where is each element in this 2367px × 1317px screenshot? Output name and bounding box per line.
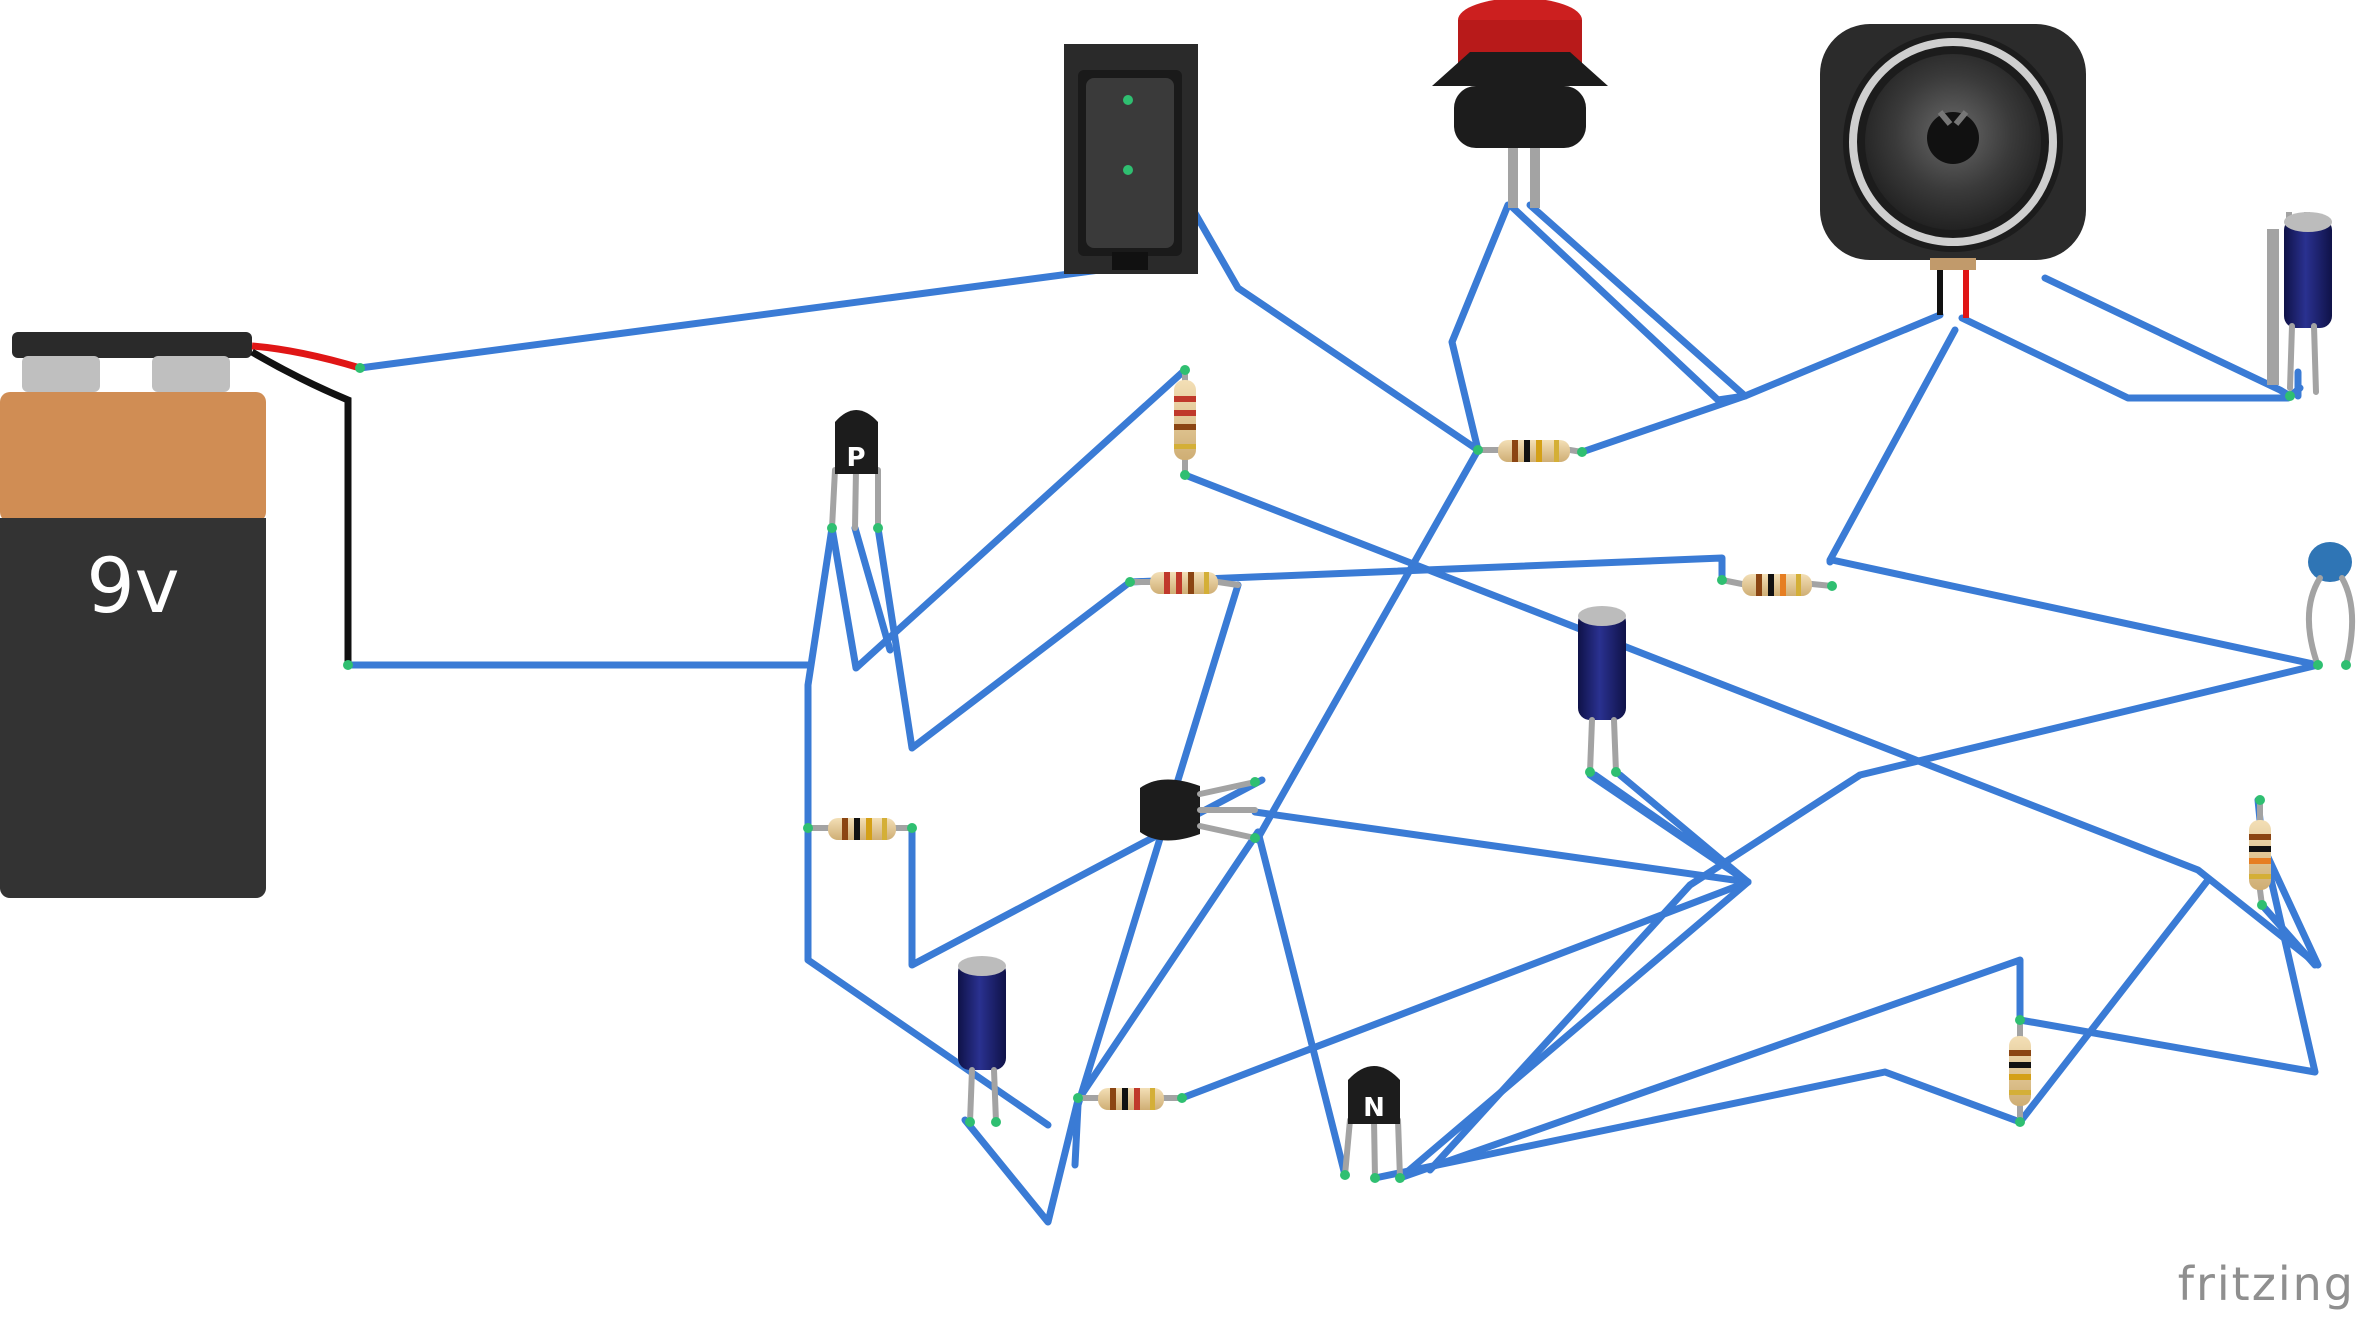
- wire-right-vertical-resistor[interactable]: [2258, 901, 2319, 969]
- capacitor-bottom-left[interactable]: [958, 956, 1006, 1125]
- wire-button-right[interactable]: [1506, 201, 1749, 404]
- wire-center-down[interactable]: [1071, 581, 1242, 1169]
- resistor-left[interactable]: [805, 818, 915, 840]
- wire-layer: [344, 96, 2322, 1226]
- resistor-right-vertical[interactable]: [2249, 797, 2271, 908]
- speaker[interactable]: [1820, 24, 2086, 318]
- resistor-mid-horizontal[interactable]: [1127, 572, 1241, 594]
- fritzing-logo: fritzing: [2178, 1257, 2355, 1311]
- wire-bottom-resistor[interactable]: [1178, 878, 1752, 1102]
- connection-nodes: [343, 95, 2351, 1183]
- pnp-label: P: [846, 443, 865, 473]
- capacitor-center[interactable]: [1578, 606, 1626, 775]
- wire-speaker-right[interactable]: [1958, 314, 2304, 402]
- wire-button-left[interactable]: [1448, 201, 1512, 454]
- resistor-mid-right[interactable]: [1719, 574, 1835, 596]
- wire-right-resistor-cap[interactable]: [1426, 556, 2322, 1174]
- npn-label: N: [1363, 1093, 1385, 1123]
- rocker-switch[interactable]: [1064, 44, 1198, 274]
- wire-pnp-left[interactable]: [804, 524, 1052, 1129]
- transistor-pnp[interactable]: P: [829, 410, 881, 531]
- wire-cap-center[interactable]: [1586, 771, 1752, 886]
- battery-label: 9v: [86, 541, 179, 630]
- resistor-bottom[interactable]: [1075, 1088, 1185, 1110]
- push-button[interactable]: [1432, 0, 1608, 208]
- wire-mid-horizontal[interactable]: [1126, 554, 1726, 586]
- wire-left-resistor[interactable]: [908, 776, 1266, 969]
- transistor-npn[interactable]: N: [1342, 1066, 1403, 1181]
- resistor-top-horizontal[interactable]: [1475, 440, 1585, 462]
- wire-center-npn[interactable]: [1254, 828, 1349, 1179]
- capacitor-top-right[interactable]: [2267, 212, 2332, 395]
- wire-resistor-center[interactable]: [1254, 446, 1482, 844]
- wire-npn-left[interactable]: [1396, 878, 1752, 1182]
- wire-resistor-top-left[interactable]: [828, 366, 1189, 672]
- transistor-center[interactable]: [1140, 779, 1258, 841]
- ceramic-capacitor[interactable]: [2305, 542, 2356, 668]
- wire-npn-right[interactable]: [1396, 796, 2319, 1182]
- wire-resistor-speaker[interactable]: [1578, 311, 1944, 456]
- battery-9v[interactable]: 9v: [0, 332, 362, 898]
- wire-pnp-mid[interactable]: [851, 524, 894, 654]
- wire-resistor-top-long[interactable]: [1181, 471, 2322, 969]
- wire-battery-switch[interactable]: [356, 166, 1164, 372]
- wire-npn-mid[interactable]: [1371, 876, 2212, 1182]
- wire-speaker-down[interactable]: [1826, 326, 1959, 566]
- wire-center-down2[interactable]: [961, 828, 1262, 1226]
- wire-pnp-right[interactable]: [874, 524, 1134, 752]
- resistor-top-vertical[interactable]: [1174, 367, 1196, 478]
